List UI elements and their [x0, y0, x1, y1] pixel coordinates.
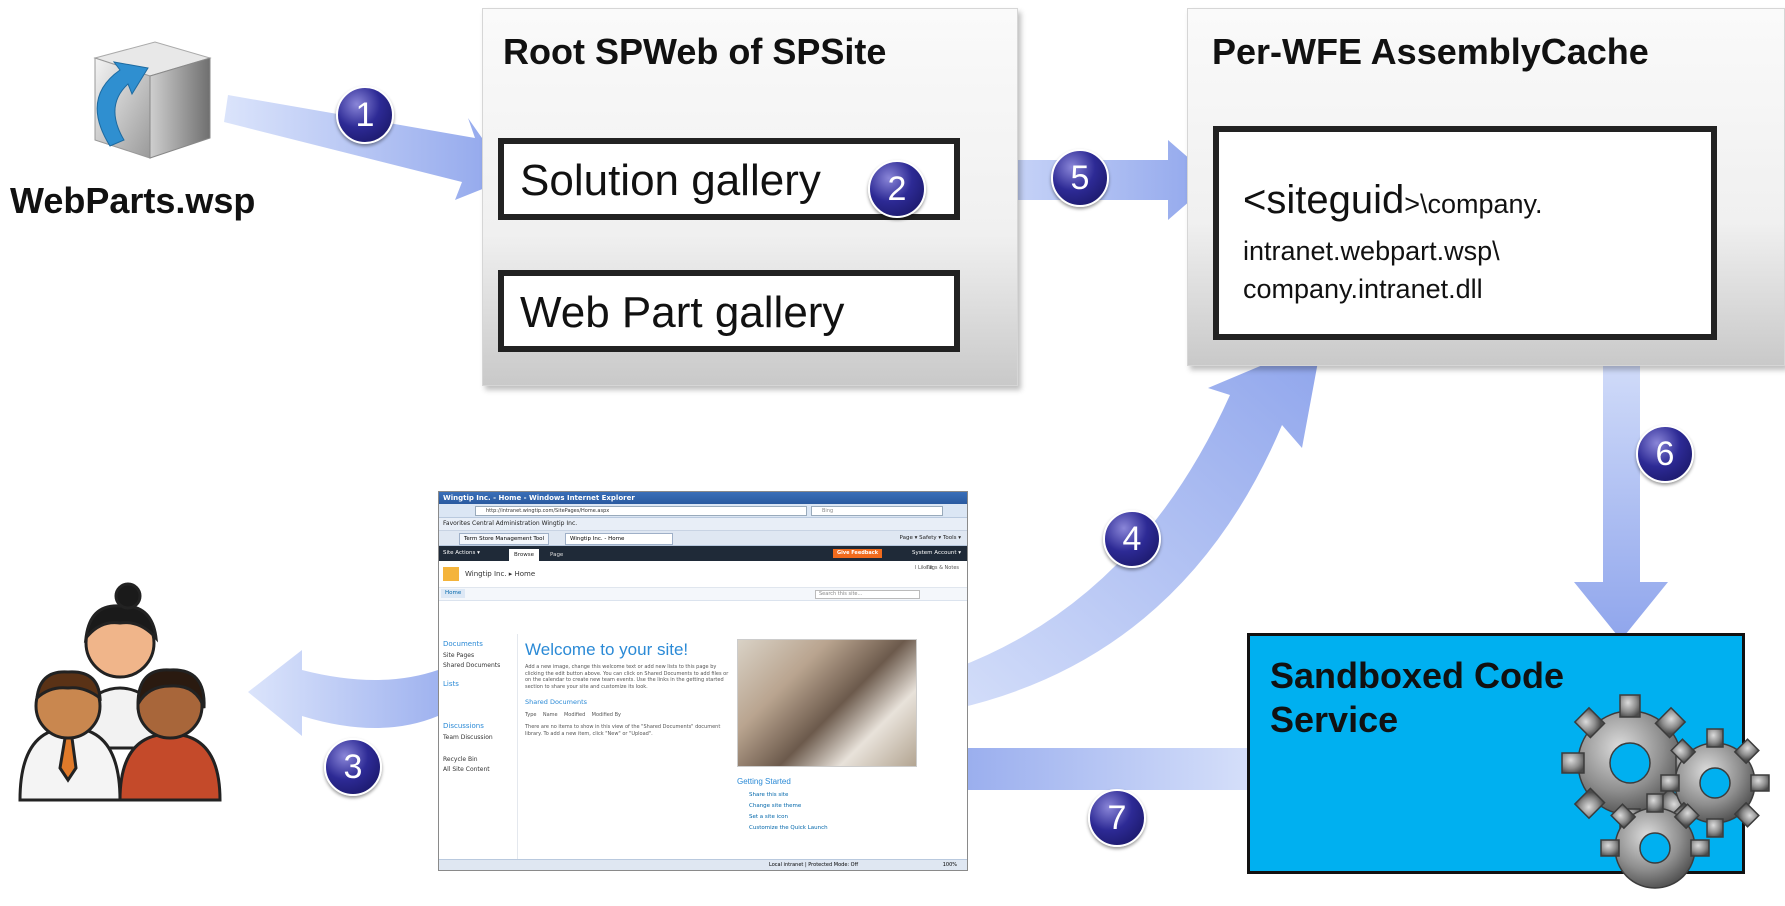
sharepoint-browser-screenshot: Wingtip Inc. - Home - Windows Internet E… — [438, 491, 968, 871]
assembly-cache-path-box: <siteguid>\company. intranet.webpart.wsp… — [1213, 126, 1717, 340]
empty-message: There are no items to show in this view … — [525, 724, 721, 737]
ribbon-page: Page — [550, 552, 564, 558]
sp-ribbon: Site Actions ▾ Browse Page Give Feedback… — [439, 546, 967, 561]
webpart-gallery-label: Web Part gallery — [520, 288, 845, 337]
gs-share-site: Share this site — [749, 792, 789, 798]
ql-lists: Lists — [443, 680, 459, 688]
step-7-badge: 7 — [1088, 789, 1146, 847]
getting-started-heading: Getting Started — [737, 777, 791, 786]
doc-columns: Type Name Modified Modified By — [525, 712, 621, 718]
cache-path-company: >\company. — [1404, 189, 1543, 219]
cache-path-line3: company.intranet.dll — [1243, 274, 1483, 304]
arrow-1 — [224, 95, 510, 200]
arrow-3 — [248, 650, 492, 736]
wsp-label: WebParts.wsp — [10, 180, 256, 221]
welcome-heading: Welcome to your site! — [525, 640, 689, 659]
wsp-package-icon — [70, 28, 230, 168]
arrow-7 — [912, 728, 1278, 808]
sp-breadcrumb: Wingtip Inc. ▸ Home — [465, 570, 536, 578]
browser-tools: Page ▾ Safety ▾ Tools ▾ — [899, 535, 961, 541]
root-spweb-title: Root SPWeb of SPSite — [503, 31, 887, 72]
welcome-body: Add a new image, change this welcome tex… — [525, 664, 729, 690]
assembly-cache-title: Per-WFE AssemblyCache — [1212, 31, 1649, 72]
ql-team-discussion: Team Discussion — [443, 734, 493, 741]
site-search: Search this site... — [815, 590, 920, 599]
gs-change-theme: Change site theme — [749, 803, 802, 809]
step-2-badge: 2 — [868, 160, 926, 218]
i-like-it: I Like It — [914, 565, 933, 571]
team-photo-image — [737, 639, 917, 767]
browser-url: http://intranet.wingtip.com/SitePages/Ho… — [475, 506, 807, 516]
status-zone: Local intranet | Protected Mode: Off — [769, 862, 859, 868]
cache-path-line2: intranet.webpart.wsp\ — [1243, 236, 1500, 266]
ql-shared-docs: Shared Documents — [443, 662, 501, 669]
browser-window-title: Wingtip Inc. - Home - Windows Internet E… — [439, 492, 967, 504]
browser-status-bar: Local intranet | Protected Mode: Off 100… — [439, 859, 967, 870]
cache-path-siteguid: <siteguid — [1243, 178, 1405, 222]
gs-customize-ql: Customize the Quick Launch — [749, 825, 828, 831]
solution-gallery-label: Solution gallery — [520, 156, 821, 205]
browser-tabs: Term Store Management Tool Wingtip Inc. … — [439, 531, 967, 546]
tab-term-store: Term Store Management Tool — [459, 533, 550, 545]
quick-launch: Documents Site Pages Shared Documents Li… — [439, 634, 518, 864]
sandboxed-code-service-title: Sandboxed Code Service — [1270, 655, 1565, 740]
ql-discussions: Discussions — [443, 722, 484, 730]
browser-address-bar: http://intranet.wingtip.com/SitePages/Ho… — [439, 504, 967, 518]
ql-site-pages: Site Pages — [443, 652, 475, 659]
step-5-badge: 5 — [1051, 149, 1109, 207]
status-zoom: 100% — [942, 862, 957, 868]
webpart-gallery-box: Web Part gallery — [498, 270, 960, 352]
browser-search-box: Bing — [811, 506, 943, 516]
step-3-badge: 3 — [324, 738, 382, 796]
arrow-6 — [1574, 318, 1668, 640]
step-6-badge: 6 — [1636, 425, 1694, 483]
gears-icon — [1555, 688, 1785, 901]
ribbon-browse: Browse — [509, 549, 540, 561]
step-1-badge: 1 — [336, 86, 394, 144]
arrow-4 — [880, 340, 1322, 720]
tab-wingtip-home: Wingtip Inc. - Home — [565, 533, 673, 545]
site-logo-icon — [443, 567, 459, 581]
shared-docs-heading: Shared Documents — [525, 698, 588, 706]
users-icon — [10, 568, 250, 808]
step-4-badge: 4 — [1103, 510, 1161, 568]
sp-main: Welcome to your site! Add a new image, c… — [525, 634, 735, 737]
give-feedback-button: Give Feedback — [833, 549, 883, 558]
site-actions: Site Actions ▾ — [443, 550, 480, 556]
gs-set-icon: Set a site icon — [749, 814, 788, 820]
favorites-bar: Favorites Central Administration Wingtip… — [439, 518, 967, 531]
tags-notes: Tags & Notes — [926, 565, 959, 571]
system-account: System Account ▾ — [912, 550, 961, 556]
ql-recycle-bin: Recycle Bin — [443, 756, 478, 763]
ql-all-site-content: All Site Content — [443, 766, 490, 773]
sp-header: Wingtip Inc. ▸ Home I Like It Tags & Not… — [439, 561, 967, 588]
sp-topnav: Home Search this site... — [439, 588, 967, 601]
nav-home: Home — [441, 589, 466, 598]
ql-documents: Documents — [443, 640, 483, 648]
